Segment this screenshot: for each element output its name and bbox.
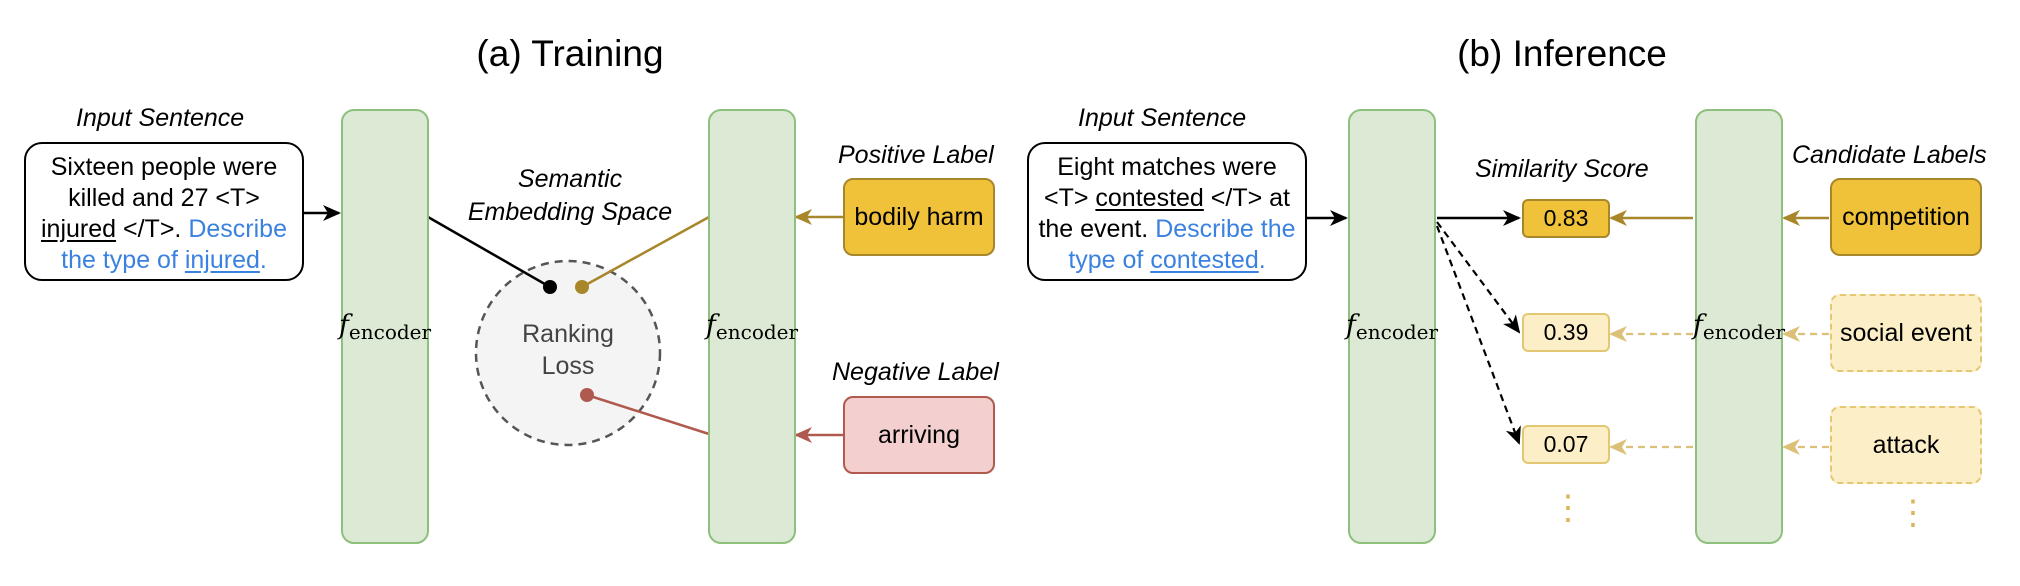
training-sentence-box: Sixteen people were killed and 27 <T> in…: [24, 142, 304, 281]
positive-label-heading: Positive Label: [838, 141, 994, 169]
score-arrow-2: [1436, 221, 1521, 334]
trigger-word: injured: [41, 215, 117, 243]
sentence-embedding-point: [543, 280, 557, 294]
candidate-labels-heading: Candidate Labels: [1792, 141, 1987, 169]
sentence-embedding-line: [427, 215, 551, 289]
sentence-text: Eight matches were <T>: [1043, 153, 1277, 212]
positive-label-box: bodily harm: [843, 178, 995, 256]
prompt-end: .: [1258, 246, 1266, 274]
positive-embedding-point: [575, 280, 589, 294]
sentence-text-end: </T> at the event.: [1038, 184, 1290, 243]
candidate-label-1: competition: [1830, 178, 1982, 256]
similarity-score-1: 0.83: [1522, 199, 1610, 238]
prompt-trigger: injured: [184, 246, 260, 274]
similarity-score-2: 0.39: [1522, 313, 1610, 352]
sentence-text-end: </T>.: [116, 215, 189, 243]
prompt-text: Describe the type of: [1068, 215, 1296, 274]
inference-sentence-box: Eight matches were <T> contested </T> at…: [1027, 142, 1307, 281]
sentence-text: Sixteen people were killed and 27 <T>: [50, 153, 278, 212]
prompt-trigger: contested: [1150, 246, 1259, 274]
scores-ellipsis: ⋮: [1551, 489, 1585, 527]
candidate-label-2: social event: [1830, 294, 1982, 372]
negative-label-heading: Negative Label: [832, 358, 999, 386]
similarity-score-heading: Similarity Score: [1475, 155, 1649, 183]
training-encoder-left: fencoder: [338, 109, 432, 544]
candidates-ellipsis: ⋮: [1896, 494, 1930, 532]
similarity-score-3: 0.07: [1522, 425, 1610, 464]
inference-input-heading: Input Sentence: [1078, 104, 1247, 132]
inference-encoder-right: fencoder: [1692, 109, 1786, 544]
prompt-end: .: [259, 246, 267, 274]
encoder-label: fencoder: [1345, 309, 1439, 344]
inference-encoder-left: fencoder: [1345, 109, 1439, 544]
negative-embedding-point: [580, 388, 594, 402]
embedding-space-heading: Semantic Embedding Space: [467, 165, 673, 226]
candidate-label-3: attack: [1830, 406, 1982, 484]
ranking-loss-circle: [474, 259, 662, 447]
encoder-label: fencoder: [338, 309, 432, 344]
inference-title: (b) Inference: [1457, 33, 1667, 74]
trigger-word: contested: [1095, 184, 1204, 212]
ranking-loss-label: Ranking Loss: [522, 320, 614, 380]
encoder-label: fencoder: [1692, 309, 1786, 344]
training-encoder-right: fencoder: [705, 109, 799, 544]
training-title: (a) Training: [476, 33, 664, 74]
negative-label-box: arriving: [843, 396, 995, 474]
score-arrow-3: [1435, 225, 1521, 445]
positive-embedding-line: [581, 215, 710, 289]
training-input-heading: Input Sentence: [76, 104, 245, 132]
negative-embedding-line: [586, 393, 710, 436]
prompt-text: Describe the type of: [61, 215, 287, 274]
encoder-label: fencoder: [705, 309, 799, 344]
